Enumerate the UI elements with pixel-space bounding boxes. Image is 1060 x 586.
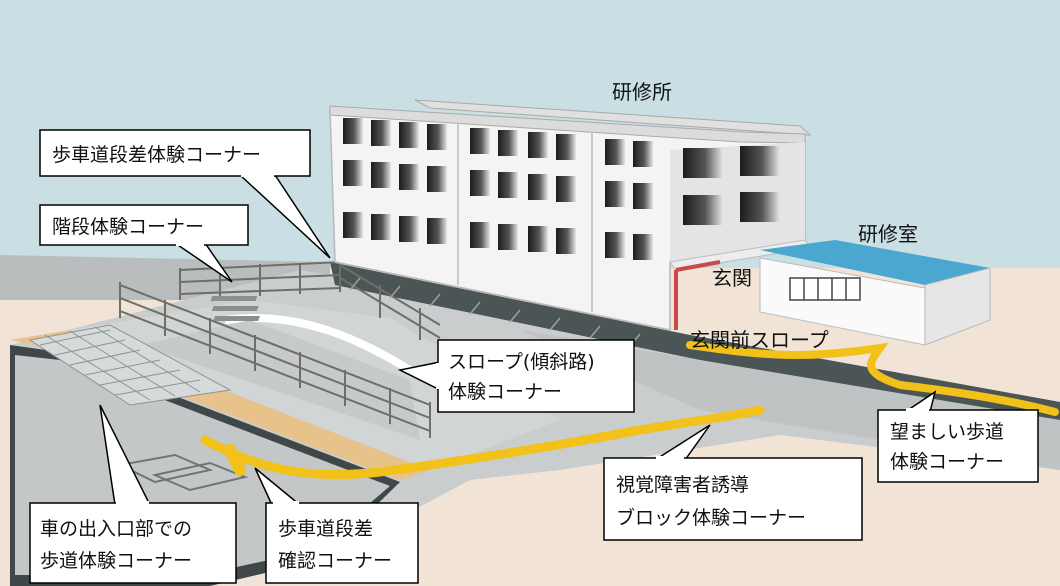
label-training-center: 研修所 [612,80,672,104]
callout-stairs-line1: 階段体験コーナー [52,216,204,238]
callout-tactile: 視覚障害者誘導 ブロック体験コーナー [603,424,863,541]
callout-driveway: 車の出入口部での 歩道体験コーナー [29,404,237,584]
training-room-building [759,240,991,346]
fence-left [119,282,431,438]
entrance-frame [674,260,721,330]
callout-curb-step: 歩車道段差体験コーナー [39,129,331,259]
callout-sidewalk-line1: 望ましい歩道 [890,421,1004,443]
callout-curb-check: 歩車道段差 確認コーナー [254,467,419,584]
training-center-building [329,99,812,331]
callout-curb-step-line1: 歩車道段差体験コーナー [52,144,261,166]
callout-slope-line2: 体験コーナー [448,381,562,403]
callout-tactile-line2: ブロック体験コーナー [616,506,806,529]
callout-tactile-line1: 視覚障害者誘導 [616,474,749,496]
label-entrance: 玄関 [712,266,752,290]
callout-sidewalk-line2: 体験コーナー [890,451,1004,473]
callout-curb-check-line2: 確認コーナー [278,550,392,572]
callout-curb-check-line1: 歩車道段差 [278,518,373,540]
callout-sidewalk: 望ましい歩道 体験コーナー [877,390,1039,483]
stair-steps [210,296,260,321]
callout-slope: スロープ(傾斜路) 体験コーナー [397,339,635,413]
driveway-grates [116,453,249,492]
tactile-paving [200,341,1059,480]
callout-slope-line1: スロープ(傾斜路) [448,351,595,373]
label-entrance-slope: 玄関前スロープ [690,328,829,352]
label-training-room: 研修室 [858,222,918,246]
stair-hatch [28,324,232,406]
callout-stairs: 階段体験コーナー [39,204,249,283]
callout-driveway-line2: 歩道体験コーナー [40,550,192,572]
callout-driveway-line1: 車の出入口部での [40,518,192,540]
fence-stairs [179,260,441,340]
